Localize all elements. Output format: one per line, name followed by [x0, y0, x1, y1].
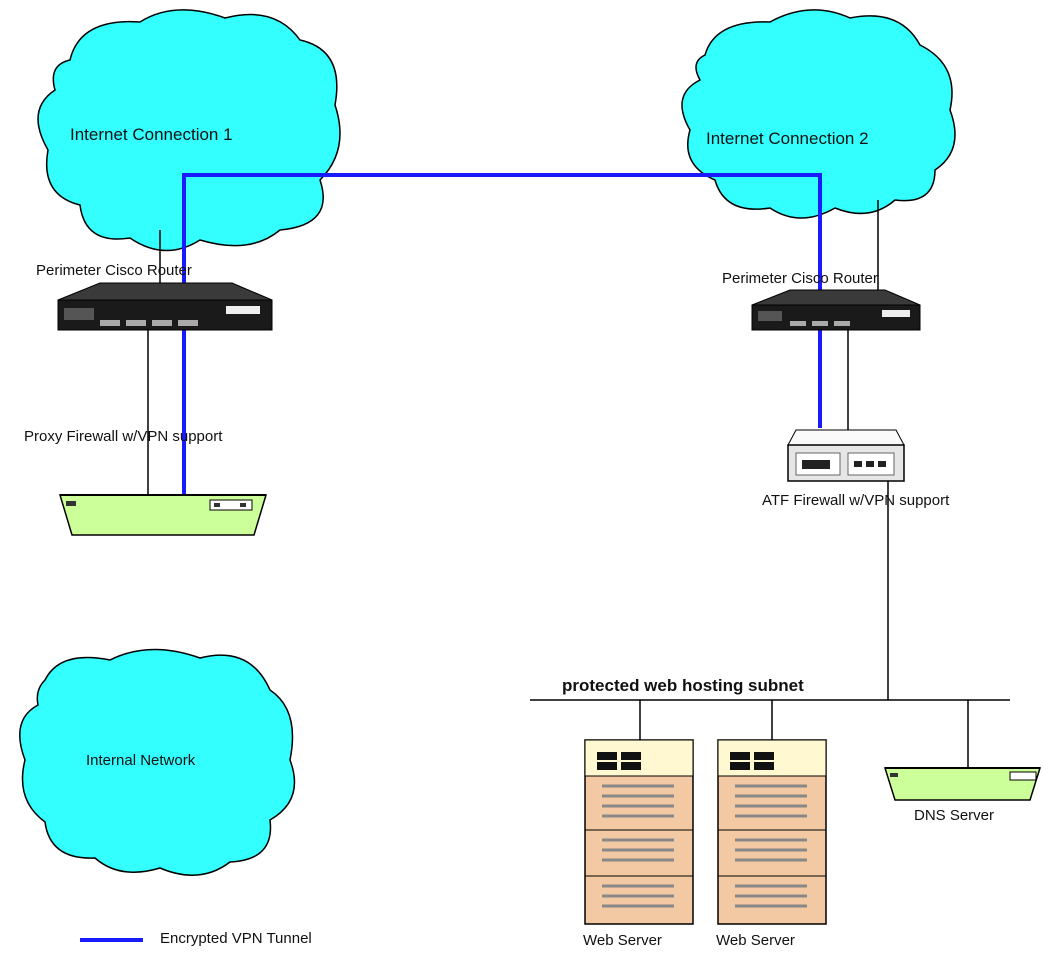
cloud-icon: [19, 648, 296, 876]
label-internet-connection-2: Internet Connection 2: [706, 129, 869, 148]
router-left: [57, 282, 273, 331]
label-web-server-2: Web Server: [716, 932, 795, 949]
legend-vpn-label: Encrypted VPN Tunnel: [160, 930, 312, 947]
network-links: [147, 200, 1010, 768]
router-icon: [57, 282, 273, 331]
server-icon: [584, 739, 694, 925]
label-proxy-firewall: Proxy Firewall w/VPN support: [24, 428, 223, 445]
dns-server: [883, 767, 1042, 801]
server-icon: [717, 739, 827, 925]
firewall-icon: [787, 429, 905, 482]
web-server-2: [717, 739, 827, 925]
dns-server-icon: [883, 767, 1042, 801]
label-router-left: Perimeter Cisco Router: [36, 262, 192, 279]
cloud-internal-network: [19, 648, 296, 876]
label-atf-firewall: ATF Firewall w/VPN support: [762, 492, 950, 509]
cloud-icon: [37, 9, 341, 252]
label-web-server-1: Web Server: [583, 932, 662, 949]
label-router-right: Perimeter Cisco Router: [722, 270, 878, 287]
label-dns-server: DNS Server: [914, 807, 995, 824]
cloud-icon: [681, 9, 956, 219]
atf-firewall: [787, 429, 905, 482]
router-icon: [751, 289, 921, 331]
cloud-internet-connection-2: [681, 9, 956, 219]
cloud-internet-connection-1: [37, 9, 341, 252]
firewall-icon: [58, 494, 268, 536]
label-subnet: protected web hosting subnet: [562, 676, 804, 695]
proxy-firewall: [58, 494, 268, 536]
label-internet-connection-1: Internet Connection 1: [70, 125, 233, 144]
router-right: [751, 289, 921, 331]
web-server-1: [584, 739, 694, 925]
label-internal-network: Internal Network: [86, 752, 196, 769]
